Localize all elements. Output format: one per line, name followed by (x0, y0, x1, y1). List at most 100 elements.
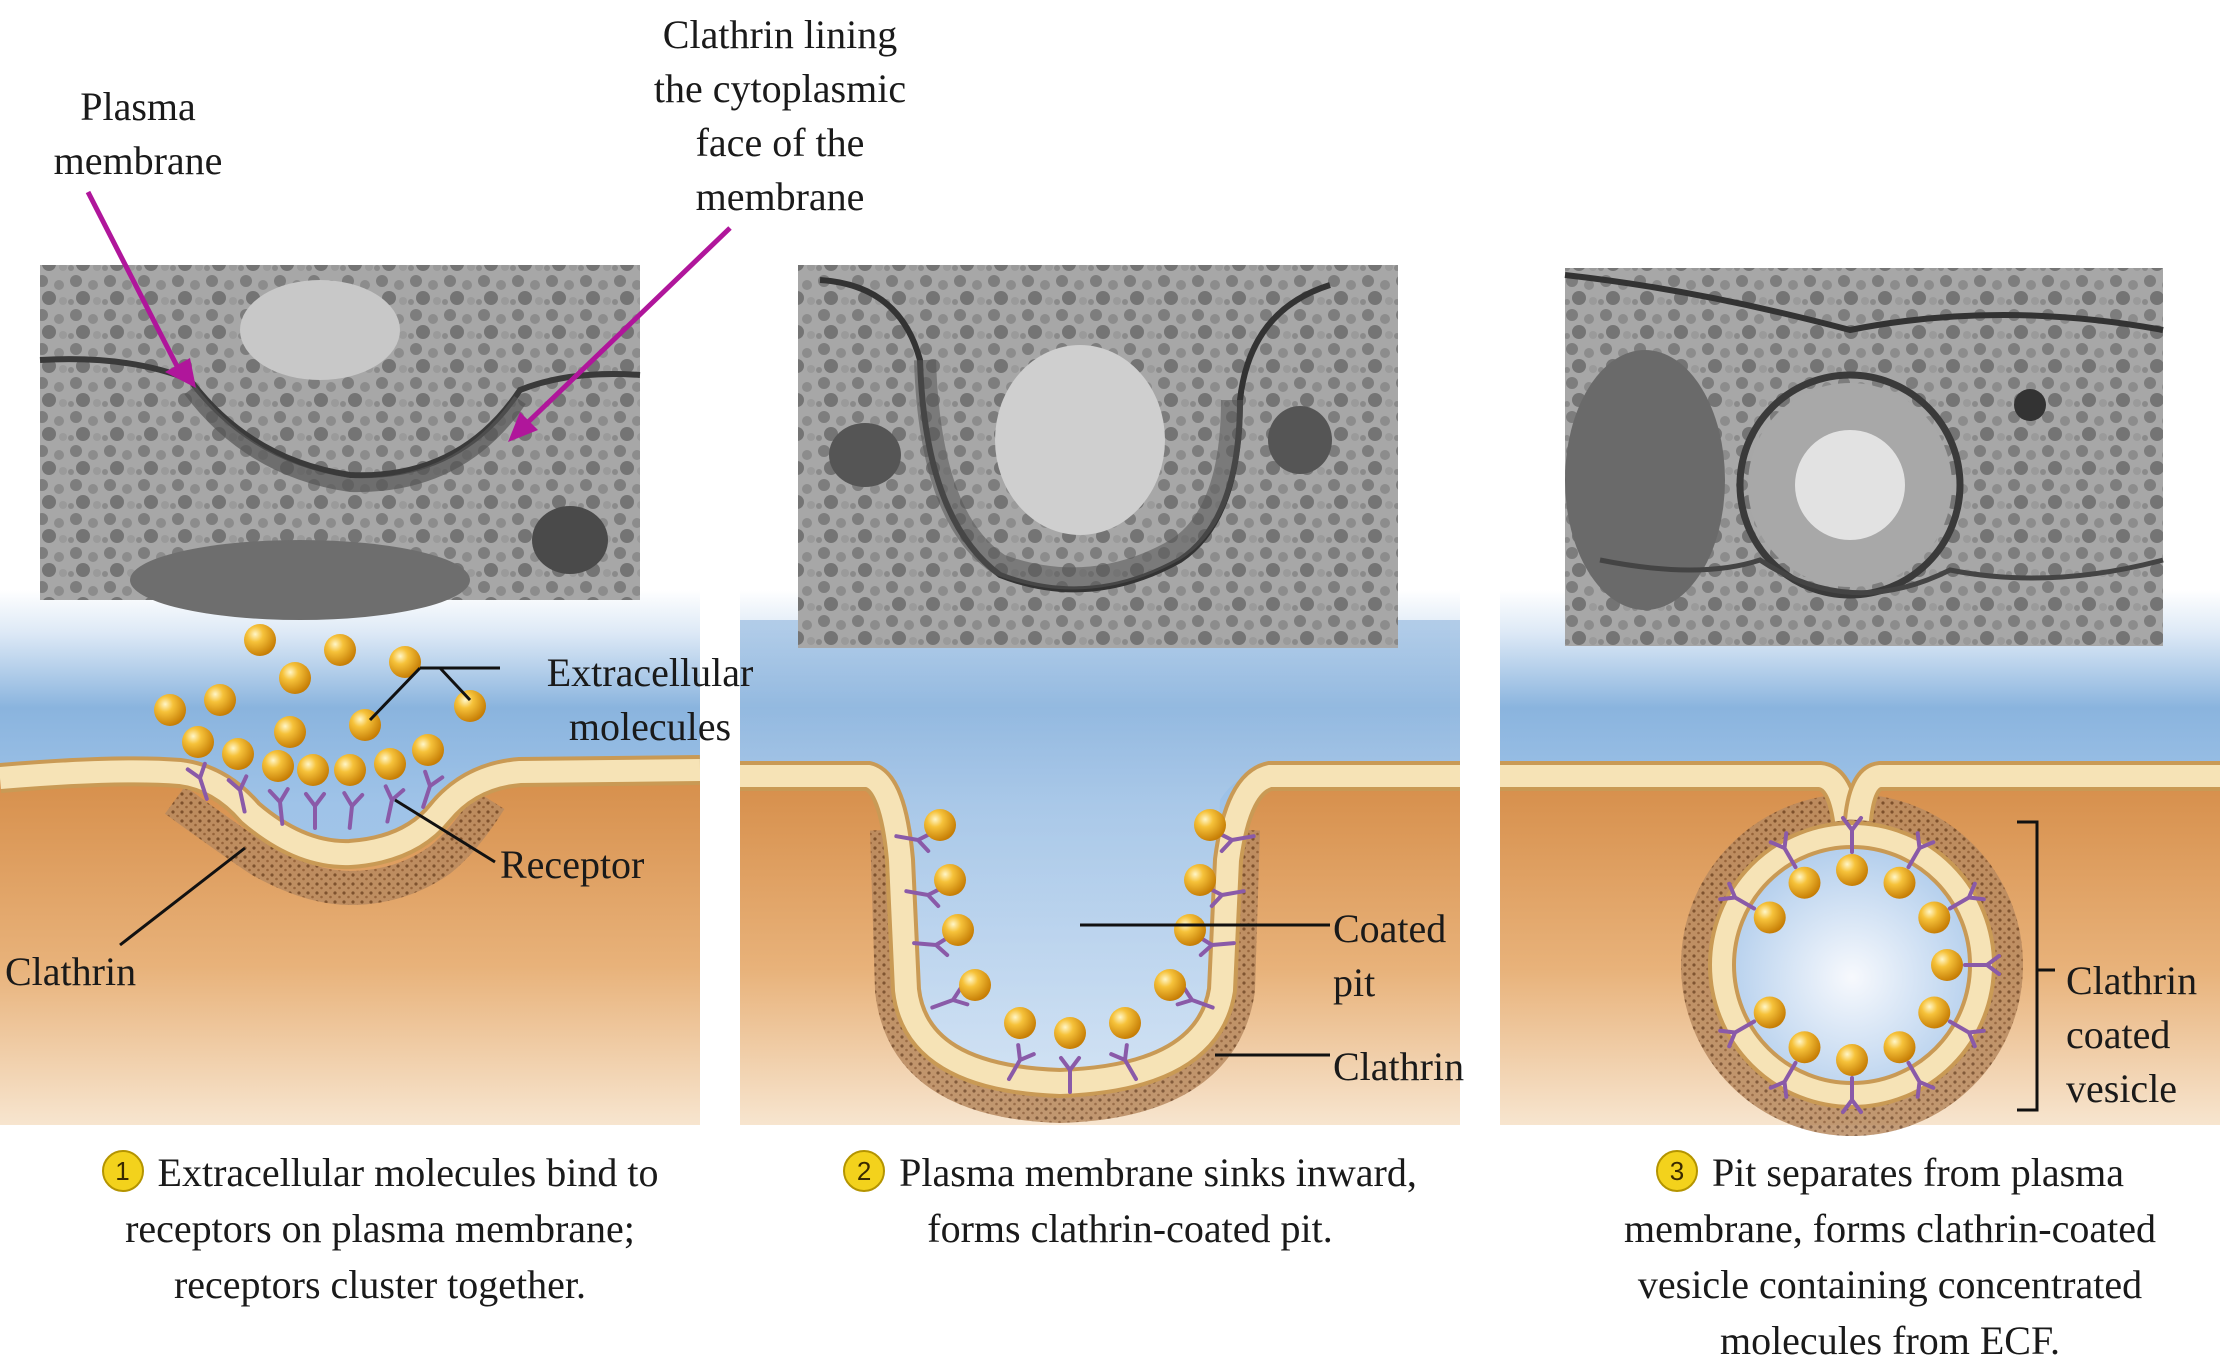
step-1-text-line3: receptors cluster together. (173, 1262, 587, 1307)
molecule-group (154, 624, 1963, 1076)
receptor (1768, 831, 1798, 870)
pointer-arrows (85, 190, 732, 442)
step-3-number-badge: 3 (1655, 1150, 1698, 1192)
extracellular-molecule (1788, 866, 1821, 899)
label-clathrin-2: Clathrin (1333, 1044, 1465, 1089)
panel-3 (1500, 268, 2220, 1136)
label-clathrin-1: Clathrin (5, 949, 137, 994)
label-plasma-membrane-line2: membrane (53, 138, 223, 183)
step-1-line1: 1 Extracellular molecules bind to (60, 1145, 700, 1201)
extracellular-molecule (297, 754, 329, 786)
extracellular-molecule (924, 809, 956, 841)
receptor (1007, 1043, 1036, 1082)
receptor (1947, 881, 1986, 911)
label-vesicle-line1: Clathrin (2066, 958, 2198, 1003)
receptor (1841, 816, 1863, 854)
leader-lines (119, 666, 2055, 1112)
step-2-caption: 2 Plasma membrane sinks inward, forms cla… (810, 1145, 1450, 1257)
extracellular-molecule (942, 914, 974, 946)
step-2-text-line1: Plasma membrane sinks inward, (899, 1150, 1417, 1195)
receptor (1109, 1043, 1138, 1082)
extracellular-molecule (1154, 969, 1186, 1001)
receptor (1906, 831, 1936, 870)
extracellular-molecule (154, 694, 186, 726)
label-vesicle-line2: coated (2066, 1012, 2171, 1057)
label-coated-pit-line2: pit (1333, 960, 1376, 1005)
receptor (1718, 881, 1757, 911)
extracellular-molecule (1918, 901, 1951, 934)
extracellular-molecule (959, 969, 991, 1001)
label-clathrin-coated-vesicle: Clathrin coated vesicle (2066, 954, 2197, 1116)
extracellular-molecule (1836, 854, 1868, 886)
extracellular-molecule (324, 634, 356, 666)
extracellular-molecule (1918, 996, 1951, 1029)
step-1-caption: 1 Extracellular molecules bind to recepto… (60, 1145, 700, 1313)
extracellular-molecule (1004, 1007, 1036, 1039)
receptor (267, 787, 290, 826)
extracellular-molecule (262, 750, 294, 782)
panel-2 (740, 265, 1460, 1125)
label-clathrin-lining-line4: membrane (695, 174, 865, 219)
extracellular-molecule (279, 662, 311, 694)
step-2-line1: 2 Plasma membrane sinks inward, (810, 1145, 1450, 1201)
receptor (185, 761, 209, 801)
extracellular-molecule (1109, 1007, 1141, 1039)
label-receptor: Receptor (500, 842, 645, 887)
step-1-text-line2: receptors on plasma membrane; (125, 1206, 635, 1251)
extracellular-molecule (454, 690, 486, 722)
label-coated-pit: Coated pit (1333, 902, 1446, 1010)
receptor (1841, 1076, 1863, 1114)
label-coated-pit-line1: Coated (1333, 906, 1447, 951)
receptor (421, 769, 445, 809)
extracellular-molecule (1883, 1031, 1916, 1064)
label-vesicle-line3: vesicle (2066, 1066, 2178, 1111)
extracellular-molecule (1788, 1031, 1821, 1064)
label-extracellular-line2: molecules (568, 704, 732, 749)
label-clathrin-lining-line3: face of the (695, 120, 865, 165)
step-2-text-line2: forms clathrin-coated pit. (927, 1206, 1333, 1251)
label-clathrin-lining-line2: the cytoplasmic (653, 66, 907, 111)
extracellular-molecule (374, 748, 406, 780)
receptor (226, 774, 249, 814)
extracellular-molecule (1753, 996, 1786, 1029)
receptor (304, 792, 326, 830)
label-extracellular-molecules: Extracellular molecules (515, 646, 785, 754)
extracellular-molecule (1194, 809, 1226, 841)
receptor (1718, 1019, 1757, 1049)
receptor (1059, 1056, 1081, 1094)
extracellular-molecule (222, 738, 254, 770)
extracellular-molecule (244, 624, 276, 656)
label-extracellular-line1: Extracellular (546, 650, 754, 695)
receptor (1947, 1019, 1986, 1049)
label-plasma-membrane-line1: Plasma (80, 84, 196, 129)
label-clathrin-lining: Clathrin lining the cytoplasmic face of … (620, 8, 940, 224)
receptor (1768, 1060, 1798, 1099)
panel-1 (0, 265, 701, 1125)
step-2-number-badge: 2 (843, 1150, 886, 1192)
extracellular-molecule (412, 734, 444, 766)
extracellular-molecule (389, 646, 421, 678)
extracellular-molecule (1883, 866, 1916, 899)
extracellular-molecule (334, 754, 366, 786)
label-plasma-membrane: Plasma membrane (38, 80, 238, 188)
extracellular-molecule (182, 726, 214, 758)
extracellular-molecule (1931, 949, 1963, 981)
receptor (1906, 1060, 1936, 1099)
step-1-number-badge: 1 (101, 1150, 144, 1192)
step-3-text-line2: membrane, forms clathrin-coated (1624, 1206, 2156, 1251)
step-3-text-line4: molecules from ECF. (1719, 1318, 2061, 1363)
receptor (383, 784, 406, 824)
extracellular-molecule (274, 716, 306, 748)
extracellular-molecule (1054, 1017, 1086, 1049)
step-1-text-line1: Extracellular molecules bind to (157, 1150, 659, 1195)
extracellular-molecule (1174, 914, 1206, 946)
extracellular-molecule (1753, 901, 1786, 934)
extracellular-molecule (204, 684, 236, 716)
receptor (342, 791, 365, 830)
label-clathrin-lining-line1: Clathrin lining (662, 12, 898, 57)
extracellular-molecule (934, 864, 966, 896)
extracellular-molecule (1836, 1044, 1868, 1076)
